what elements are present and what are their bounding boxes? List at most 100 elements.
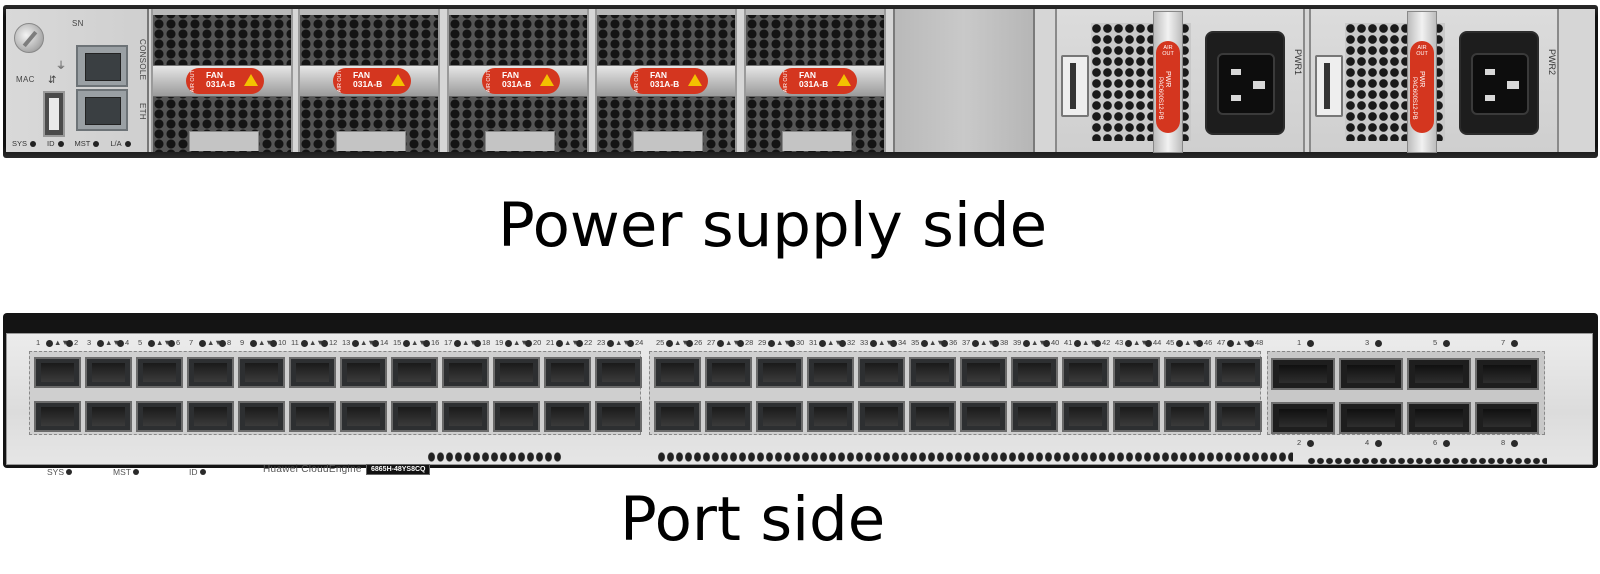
qsfp-port-led xyxy=(1375,340,1382,347)
qsfp-port-number-label: 2 xyxy=(1297,438,1302,447)
sfp-port[interactable] xyxy=(340,401,387,432)
sfp-port[interactable] xyxy=(1215,401,1262,432)
usb-port[interactable] xyxy=(43,91,65,137)
sfp-port[interactable] xyxy=(187,401,234,432)
sfp-port-number-label: 12 xyxy=(329,338,338,347)
sfp-port-led xyxy=(423,340,430,347)
sfp-port[interactable] xyxy=(807,401,854,432)
sfp-port-number-label: 26 xyxy=(694,338,703,347)
power-inlet[interactable] xyxy=(1205,31,1285,135)
sfp-port[interactable] xyxy=(340,357,387,388)
sfp-port[interactable] xyxy=(1113,401,1160,432)
sfp-port[interactable] xyxy=(34,401,81,432)
power-inlet[interactable] xyxy=(1459,31,1539,135)
sfp-port[interactable] xyxy=(391,401,438,432)
sfp-port[interactable] xyxy=(442,357,489,388)
sfp-port[interactable] xyxy=(544,401,591,432)
sfp-port-led xyxy=(117,340,124,347)
sfp-port[interactable] xyxy=(909,401,956,432)
eth-port[interactable] xyxy=(76,89,128,131)
qsfp-port[interactable] xyxy=(1475,402,1539,434)
sfp-port[interactable] xyxy=(391,357,438,388)
sfp-port[interactable] xyxy=(960,401,1007,432)
sfp-port[interactable] xyxy=(756,401,803,432)
sfp-port-arrows-icon: ▲▼ xyxy=(776,338,791,347)
sfp-port-arrows-icon: ▲▼ xyxy=(462,338,477,347)
qsfp-port-led xyxy=(1511,340,1518,347)
sfp-port[interactable] xyxy=(595,357,642,388)
sfp-port[interactable] xyxy=(442,401,489,432)
fan-module-3[interactable]: AIR OUT FAN 031A-B xyxy=(447,9,589,152)
sfp-port[interactable] xyxy=(187,357,234,388)
sfp-port[interactable] xyxy=(909,357,956,388)
sfp-port[interactable] xyxy=(136,401,183,432)
sfp-port-arrows-icon: ▲▼ xyxy=(309,338,324,347)
sfp-port[interactable] xyxy=(1215,357,1262,388)
psu-pull-handle[interactable] xyxy=(1061,55,1089,117)
sfp-port[interactable] xyxy=(85,401,132,432)
sfp-port[interactable] xyxy=(1062,401,1109,432)
sfp-port-number-label: 36 xyxy=(949,338,958,347)
thumb-screw-icon[interactable] xyxy=(14,23,44,53)
sfp-port[interactable] xyxy=(705,357,752,388)
sfp-port[interactable] xyxy=(858,357,905,388)
sfp-port-led xyxy=(627,340,634,347)
fan-module-2[interactable]: AIR OUT FAN 031A-B xyxy=(298,9,440,152)
sfp-port[interactable] xyxy=(858,401,905,432)
sfp-port-number-label: 27 xyxy=(707,338,716,347)
fan-module-1[interactable]: AIR OUT FAN 031A-B xyxy=(151,9,293,152)
psu-pull-handle[interactable] xyxy=(1315,55,1343,117)
sfp-port[interactable] xyxy=(756,357,803,388)
qsfp-port[interactable] xyxy=(1407,402,1471,434)
sfp-port[interactable] xyxy=(289,401,336,432)
fan-module-5[interactable]: AIR OUT FAN 031A-B xyxy=(744,9,886,152)
sfp-port-number-label: 29 xyxy=(758,338,767,347)
sfp-port[interactable] xyxy=(136,357,183,388)
qsfp-port[interactable] xyxy=(1339,402,1403,434)
sfp-port[interactable] xyxy=(705,401,752,432)
sfp-port[interactable] xyxy=(1164,357,1211,388)
sfp-port[interactable] xyxy=(960,357,1007,388)
warning-icon xyxy=(391,74,405,86)
sfp-port[interactable] xyxy=(493,401,540,432)
qsfp-port[interactable] xyxy=(1339,358,1403,390)
qsfp-port[interactable] xyxy=(1271,402,1335,434)
sfp-port[interactable] xyxy=(544,357,591,388)
sfp-port[interactable] xyxy=(238,401,285,432)
psu-1[interactable]: AIR OUT PWR PAC600S12-PB PWR1 xyxy=(1055,9,1305,153)
sfp-port[interactable] xyxy=(1164,401,1211,432)
qsfp-port[interactable] xyxy=(1475,358,1539,390)
sfp-port[interactable] xyxy=(595,401,642,432)
sfp-port-led xyxy=(219,340,226,347)
sfp-port-led xyxy=(941,340,948,347)
sfp-port[interactable] xyxy=(654,401,701,432)
sfp-port-number-label: 38 xyxy=(1000,338,1009,347)
qsfp-port[interactable] xyxy=(1407,358,1471,390)
sfp-port-led xyxy=(921,340,928,347)
sfp-port[interactable] xyxy=(1113,357,1160,388)
sfp-port[interactable] xyxy=(807,357,854,388)
sfp-port-led xyxy=(454,340,461,347)
qsfp-port[interactable] xyxy=(1271,358,1335,390)
sfp-port-led xyxy=(148,340,155,347)
sfp-port[interactable] xyxy=(238,357,285,388)
front-vent-right xyxy=(1307,457,1547,465)
sfp-port-led xyxy=(372,340,379,347)
console-port[interactable] xyxy=(76,45,128,87)
sfp-port[interactable] xyxy=(1062,357,1109,388)
led-sys-label: SYS xyxy=(12,139,39,148)
front-vent-middle xyxy=(657,451,1293,463)
sfp-port[interactable] xyxy=(654,357,701,388)
sfp-port[interactable] xyxy=(289,357,336,388)
sfp-port-led xyxy=(992,340,999,347)
led-la-label: L/A xyxy=(110,139,133,148)
sfp-port[interactable] xyxy=(34,357,81,388)
sfp-port[interactable] xyxy=(1011,401,1058,432)
sfp-port-led xyxy=(607,340,614,347)
fan-module-4[interactable]: AIR OUT FAN 031A-B xyxy=(595,9,737,152)
sfp-port[interactable] xyxy=(1011,357,1058,388)
psu-2[interactable]: AIR OUT PWR PAC600S12-PB PWR2 xyxy=(1309,9,1559,153)
qsfp-port-number-label: 7 xyxy=(1501,338,1506,347)
sfp-port[interactable] xyxy=(85,357,132,388)
sfp-port[interactable] xyxy=(493,357,540,388)
